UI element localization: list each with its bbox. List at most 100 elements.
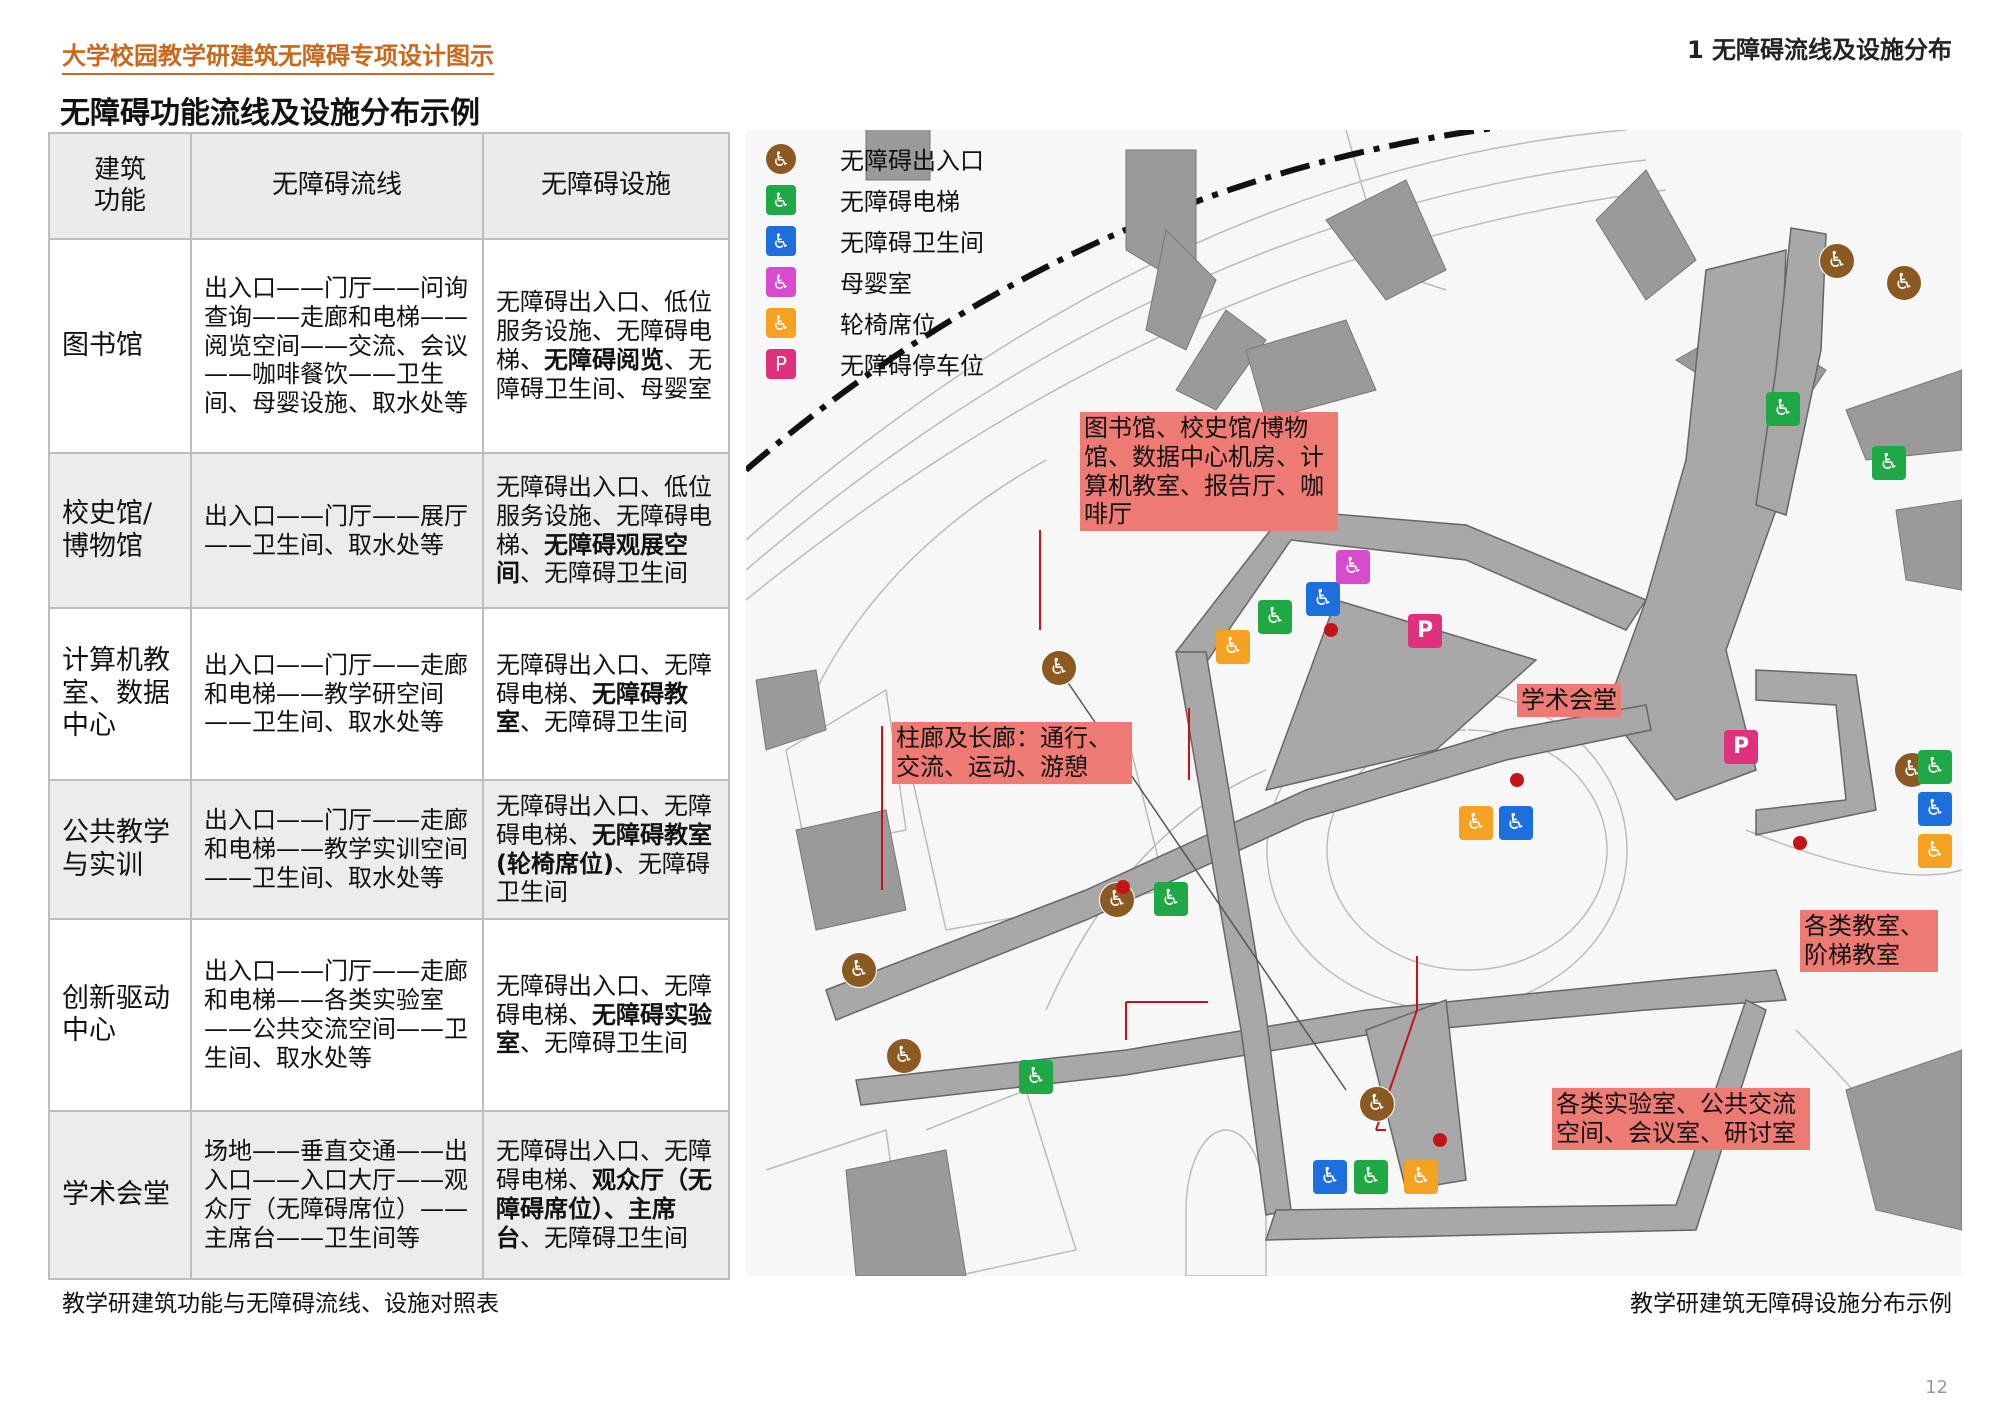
facility-text: 无障碍出入口、低位服务设施、无障碍电梯、	[496, 472, 712, 559]
accessible-elevator-icon: ♿	[766, 184, 796, 215]
wheelchair-seat-icon: ♿	[766, 307, 796, 338]
table-row: 学术会堂场地——垂直交通——出入口——入口大厅——观众厅（无障碍席位）——主席台…	[48, 1110, 730, 1280]
accessible-facilities-cell: 无障碍出入口、低位服务设施、无障碍电梯、无障碍观展空间、无障碍卫生间	[482, 452, 730, 609]
wheelchair-seat-icon: ♿	[1216, 630, 1250, 664]
accessible-facilities-cell: 无障碍出入口、无障碍电梯、无障碍教室(轮椅席位)、无障碍卫生间	[482, 779, 730, 920]
facility-text: 、无障碍卫生间	[520, 1223, 688, 1252]
accessible-elevator-icon: ♿	[1872, 446, 1906, 480]
legend-label: 无障碍出入口	[840, 147, 984, 175]
legend-item: ♿ 无障碍出入口	[766, 138, 984, 179]
header-flow: 无障碍流线	[190, 132, 484, 240]
building-function-cell: 图书馆	[48, 238, 192, 454]
callout-marker	[1324, 623, 1338, 637]
legend-label: 轮椅席位	[840, 311, 936, 339]
accessible-entrance-icon: ♿	[886, 1038, 922, 1074]
building-function-cell: 校史馆/博物馆	[48, 452, 192, 609]
facility-highlight: 无障碍观展空间	[496, 530, 688, 588]
page-title: 无障碍功能流线及设施分布示例	[60, 96, 480, 131]
legend-item: ♿无障碍卫生间	[766, 220, 984, 261]
accessible-elevator-icon: ♿	[1019, 1060, 1053, 1094]
map-caption: 教学研建筑无障碍设施分布示例	[1630, 1291, 1952, 1317]
table-row: 创新驱动中心出入口——门厅——走廊和电梯——各类实验室——公共交流空间——卫生间…	[48, 918, 730, 1112]
callout-marker	[1793, 836, 1807, 850]
table-row: 校史馆/博物馆出入口——门厅——展厅——卫生间、取水处等无障碍出入口、低位服务设…	[48, 452, 730, 609]
facility-text: 、无障碍卫生间	[520, 708, 688, 737]
accessible-flow-cell: 出入口——门厅——走廊和电梯——各类实验室——公共交流空间——卫生间、取水处等	[190, 918, 484, 1112]
page-number: 12	[1925, 1377, 1948, 1398]
facility-text: 无障碍出入口、无障碍电梯、	[496, 791, 712, 849]
facility-highlight: 无障碍实验室	[496, 1000, 712, 1058]
building-function-cell: 计算机教室、数据中心	[48, 607, 192, 781]
accessible-elevator-icon: ♿	[1154, 882, 1188, 916]
callout-marker	[1116, 880, 1130, 894]
document-title: 大学校园教学研建筑无障碍专项设计图示	[62, 36, 494, 75]
legend-item: ♿ 无障碍电梯	[766, 179, 984, 220]
accessible-toilet-icon: ♿	[1499, 806, 1533, 840]
accessible-toilet-icon: ♿	[1313, 1160, 1347, 1194]
legend-label: 无障碍停车位	[840, 352, 984, 380]
table-row: 公共教学与实训出入口——门厅——走廊和电梯——教学实训空间——卫生间、取水处等无…	[48, 779, 730, 920]
callout-classrooms: 各类教室、阶梯教室	[1800, 910, 1938, 972]
accessible-parking-icon: P	[1408, 614, 1442, 648]
facility-text: 无障碍出入口、无障碍电梯、	[496, 650, 712, 708]
accessible-entrance-icon: ♿	[766, 143, 796, 174]
facility-text: 、无障碍卫生间、母婴室	[496, 346, 712, 403]
mother-baby-room-icon: ♿	[1336, 550, 1370, 584]
header-facilities: 无障碍设施	[482, 132, 730, 240]
accessible-toilet-icon: ♿	[1918, 792, 1952, 826]
accessible-facilities-cell: 无障碍出入口、无障碍电梯、无障碍教室、无障碍卫生间	[482, 607, 730, 781]
callout-library: 图书馆、校史馆/博物馆、数据中心机房、计算机教室、报告厅、咖啡厅	[1080, 412, 1338, 532]
accessible-parking-icon: P	[1724, 730, 1758, 764]
callout-labs: 各类实验室、公共交流空间、会议室、研讨室	[1552, 1088, 1810, 1150]
accessible-elevator-icon: ♿	[1918, 750, 1952, 784]
accessible-entrance-icon: ♿	[1819, 243, 1855, 279]
callout-marker	[1433, 1133, 1447, 1147]
accessible-toilet-icon: ♿	[766, 225, 796, 256]
table-row: 图书馆出入口——门厅——问询查询——走廊和电梯——阅览空间——交流、会议——咖啡…	[48, 238, 730, 454]
section-title: 1 无障碍流线及设施分布	[1686, 36, 1952, 64]
accessible-facilities-cell: 无障碍出入口、低位服务设施、无障碍电梯、无障碍阅览、无障碍卫生间、母婴室	[482, 238, 730, 454]
header-function: 建筑 功能	[48, 132, 192, 240]
accessible-facilities-cell: 无障碍出入口、无障碍电梯、观众厅（无障碍席位）、主席台、无障碍卫生间	[482, 1110, 730, 1280]
facility-text: 、无障碍卫生间	[520, 559, 688, 588]
accessible-flow-cell: 出入口——门厅——展厅——卫生间、取水处等	[190, 452, 484, 609]
accessible-flow-cell: 场地——垂直交通——出入口——入口大厅——观众厅（无障碍席位）——主席台——卫生…	[190, 1110, 484, 1280]
facility-highlight: 无障碍阅览	[544, 346, 664, 374]
accessible-elevator-icon: ♿	[1766, 392, 1800, 426]
table-row: 计算机教室、数据中心出入口——门厅——走廊和电梯——教学研空间——卫生间、取水处…	[48, 607, 730, 781]
callout-academic-hall: 学术会堂	[1517, 684, 1621, 717]
accessible-entrance-icon: ♿	[1359, 1086, 1395, 1122]
accessible-elevator-icon: ♿	[1354, 1160, 1388, 1194]
facility-text: 、无障碍卫生间	[520, 1029, 688, 1058]
facility-text: 无障碍出入口、无障碍电梯、	[496, 971, 712, 1029]
wheelchair-seat-icon: ♿	[1459, 806, 1493, 840]
accessible-facilities-cell: 无障碍出入口、无障碍电梯、无障碍实验室、无障碍卫生间	[482, 918, 730, 1112]
accessible-toilet-icon: ♿	[1306, 582, 1340, 616]
callout-marker	[1510, 773, 1524, 787]
table-caption: 教学研建筑功能与无障碍流线、设施对照表	[62, 1291, 499, 1317]
accessible-flow-cell: 出入口——门厅——问询查询——走廊和电梯——阅览空间——交流、会议——咖啡餐饮—…	[190, 238, 484, 454]
wheelchair-seat-icon: ♿	[1404, 1160, 1438, 1194]
legend-label: 无障碍电梯	[840, 188, 960, 216]
building-function-cell: 创新驱动中心	[48, 918, 192, 1112]
building-function-cell: 学术会堂	[48, 1110, 192, 1280]
map-background	[746, 130, 1962, 1276]
facility-highlight: 无障碍教室(轮椅席位)	[496, 820, 712, 878]
accessible-entrance-icon: ♿	[1886, 265, 1922, 301]
function-table: 建筑 功能 无障碍流线 无障碍设施 图书馆出入口——门厅——问询查询——走廊和电…	[48, 132, 730, 1280]
mother-baby-room-icon: ♿	[766, 266, 796, 297]
legend-label: 母婴室	[840, 270, 912, 298]
wheelchair-seat-icon: ♿	[1918, 834, 1952, 868]
legend-item: ♿ 母婴室	[766, 261, 984, 302]
accessible-flow-cell: 出入口——门厅——走廊和电梯——教学研空间——卫生间、取水处等	[190, 607, 484, 781]
callout-corridor: 柱廊及长廊：通行、交流、运动、游憩	[892, 722, 1132, 784]
accessible-flow-cell: 出入口——门厅——走廊和电梯——教学实训空间——卫生间、取水处等	[190, 779, 484, 920]
accessible-entrance-icon: ♿	[841, 952, 877, 988]
facility-text: 、无障碍卫生间	[496, 849, 710, 907]
accessible-entrance-icon: ♿	[1041, 650, 1077, 686]
legend-item: ♿ 轮椅席位	[766, 302, 984, 343]
accessible-elevator-icon: ♿	[1258, 600, 1292, 634]
